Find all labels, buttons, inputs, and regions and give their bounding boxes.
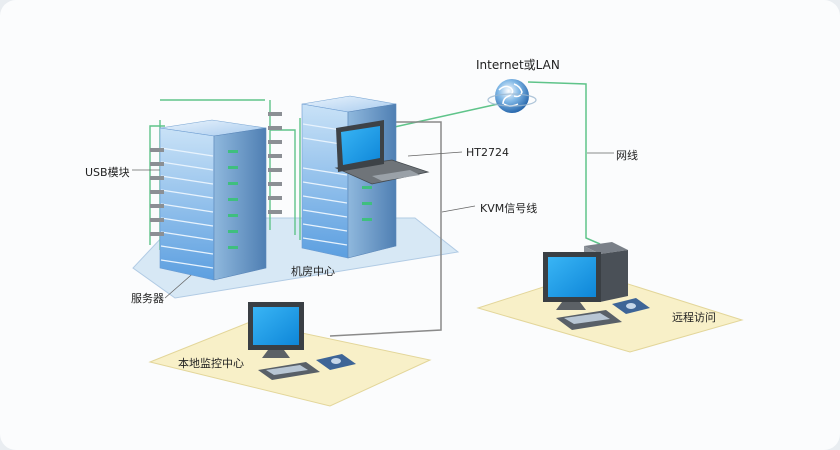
local-monitor: [248, 302, 304, 358]
server-rack-left: [159, 119, 267, 281]
servers-label: 服务器: [131, 292, 164, 305]
ethernet-cable-to-remote: [527, 81, 601, 245]
usb-module-label: USB模块: [85, 166, 130, 179]
local-mouse-pad: [316, 354, 356, 370]
remote-keyboard: [556, 310, 622, 330]
usb-modules: [150, 112, 282, 236]
internet-globe-icon: [487, 79, 537, 113]
ethernet-cable-to-switch: [389, 103, 499, 129]
kvm-cable: [329, 121, 442, 337]
local-center-platform: [148, 321, 432, 407]
ethernet-label: 网线: [616, 149, 638, 162]
remote-monitor: [543, 252, 601, 310]
network-label: Internet或LAN: [476, 58, 560, 72]
kvm-switch-label: HT2724: [466, 146, 509, 159]
remote-mouse-pad: [612, 298, 650, 314]
kvm-cable-label: KVM信号线: [480, 202, 538, 215]
local-keyboard: [258, 362, 320, 380]
server-room-label: 机房中心: [291, 265, 335, 278]
remote-access-label: 远程访问: [672, 311, 716, 324]
leader-lines: [132, 151, 614, 299]
kvm-console-switch: [334, 120, 430, 185]
local-center-label: 本地监控中心: [178, 357, 244, 370]
